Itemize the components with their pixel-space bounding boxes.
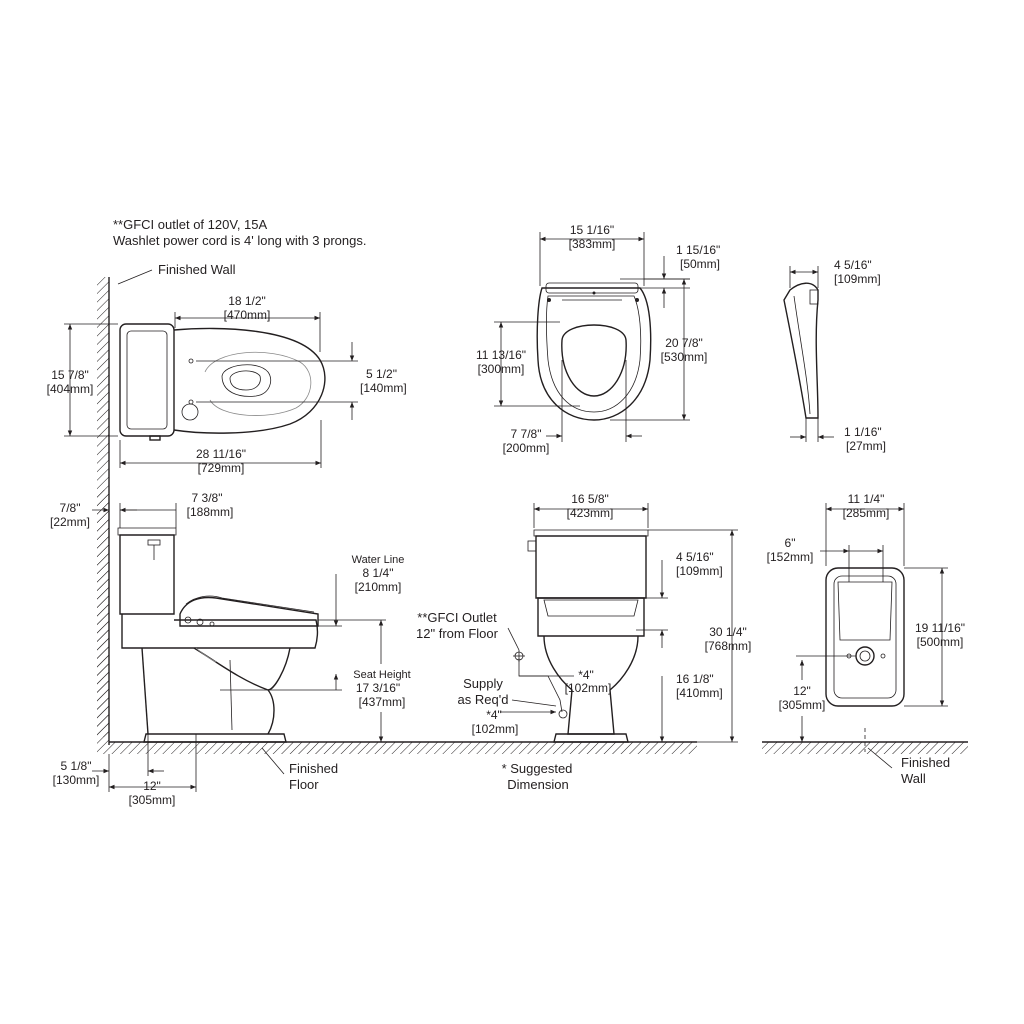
finished-wall-leader [117, 269, 153, 285]
lid-side-view: 4 5/16" [109mm] 1 1/16" [27mm] [783, 258, 886, 453]
seat-outline [536, 287, 652, 421]
suggested-label-1: * Suggested [502, 761, 573, 776]
svg-text:[383mm]: [383mm] [569, 237, 616, 251]
svg-text:4 5/16": 4 5/16" [676, 550, 714, 564]
svg-text:16 5/8": 16 5/8" [571, 492, 609, 506]
svg-text:[410mm]: [410mm] [676, 686, 723, 700]
svg-text:[423mm]: [423mm] [567, 506, 614, 520]
suggested-label-2: Dimension [507, 777, 568, 792]
svg-text:[470mm]: [470mm] [224, 308, 271, 322]
svg-text:11 13/16": 11 13/16" [476, 348, 526, 362]
svg-text:[500mm]: [500mm] [917, 635, 964, 649]
finished-wall-top-label: Finished Wall [158, 262, 236, 277]
svg-text:[152mm]: [152mm] [767, 550, 814, 564]
svg-text:17 3/16": 17 3/16" [356, 681, 400, 695]
svg-text:*4": *4" [578, 668, 594, 682]
svg-text:16 1/8": 16 1/8" [676, 672, 714, 686]
svg-text:18 1/2": 18 1/2" [228, 294, 266, 308]
svg-text:[102mm]: [102mm] [472, 722, 519, 736]
finished-floor-label-1: Finished [289, 761, 338, 776]
svg-text:[210mm]: [210mm] [355, 580, 402, 594]
svg-text:7 7/8": 7 7/8" [511, 427, 542, 441]
svg-text:5 1/2": 5 1/2" [366, 367, 397, 381]
svg-text:15 7/8": 15 7/8" [51, 368, 89, 382]
svg-text:[437mm]: [437mm] [359, 695, 406, 709]
svg-text:7/8": 7/8" [60, 501, 81, 515]
svg-text:[300mm]: [300mm] [478, 362, 525, 376]
finished-floor-label-2: Floor [289, 777, 319, 792]
svg-text:[530mm]: [530mm] [661, 350, 708, 364]
svg-text:30 1/4": 30 1/4" [709, 625, 747, 639]
svg-text:[768mm]: [768mm] [705, 639, 752, 653]
svg-text:28 11/16": 28 11/16" [196, 447, 246, 461]
svg-text:11 1/4": 11 1/4" [848, 492, 885, 506]
tank-front [535, 535, 647, 599]
seat-opening [561, 324, 627, 397]
note-gfci-line2: Washlet power cord is 4' long with 3 pro… [113, 233, 366, 248]
remote-outline [825, 567, 905, 707]
svg-text:[130mm]: [130mm] [53, 773, 100, 787]
svg-text:[22mm]: [22mm] [50, 515, 90, 529]
svg-text:[140mm]: [140mm] [360, 381, 407, 395]
washlet-seat [179, 596, 319, 627]
svg-text:[729mm]: [729mm] [198, 461, 245, 475]
tank-top [119, 323, 175, 437]
svg-text:[109mm]: [109mm] [834, 272, 881, 286]
front-view: 16 5/8" [423mm] 4 5/16" [109mm] 16 1/8" … [416, 492, 751, 792]
svg-text:[305mm]: [305mm] [129, 793, 176, 807]
floor-hatch [109, 742, 697, 754]
svg-text:6": 6" [785, 536, 796, 550]
lid-profile [783, 282, 819, 419]
svg-text:4 5/16": 4 5/16" [834, 258, 872, 272]
svg-text:20 7/8": 20 7/8" [665, 336, 703, 350]
finished-wall-right-label-1: Finished [901, 755, 950, 770]
svg-text:*4": *4" [486, 708, 502, 722]
gfci-outlet-label-2: 12" from Floor [416, 626, 499, 641]
finished-wall-right-label-2: Wall [901, 771, 926, 786]
seat-top-view: 15 1/16" [383mm] 1 15/16" [50mm] 11 13/1… [476, 223, 720, 455]
svg-text:15 1/16": 15 1/16" [570, 223, 614, 237]
svg-text:[102mm]: [102mm] [565, 681, 612, 695]
water-line-label: Water Line [352, 554, 405, 566]
svg-text:[27mm]: [27mm] [846, 439, 886, 453]
svg-text:[200mm]: [200mm] [503, 441, 550, 455]
svg-text:[50mm]: [50mm] [680, 257, 720, 271]
bowl-base [143, 733, 287, 743]
remote-view: 11 1/4" [285mm] 6" [152mm] 19 11/16" [50… [762, 492, 968, 786]
seat-front [537, 597, 645, 637]
svg-text:[305mm]: [305mm] [779, 698, 826, 712]
svg-text:5 1/8": 5 1/8" [61, 759, 92, 773]
tank-side [119, 534, 175, 615]
side-view: 7/8" [22mm] 7 3/8" [188mm] Water Line 8 … [50, 490, 697, 807]
gfci-outlet-label-1: **GFCI Outlet [417, 610, 497, 625]
svg-text:19 11/16": 19 11/16" [915, 621, 965, 635]
remote-button [855, 646, 875, 666]
svg-text:1 15/16": 1 15/16" [676, 243, 720, 257]
supply-label-1: Supply [463, 676, 503, 691]
svg-text:12": 12" [793, 684, 811, 698]
svg-text:1 1/16": 1 1/16" [844, 425, 882, 439]
svg-text:[188mm]: [188mm] [187, 505, 234, 519]
seat-height-label: Seat Height [353, 669, 410, 681]
wall-floor-hatch [762, 742, 968, 754]
svg-text:[404mm]: [404mm] [47, 382, 94, 396]
note-gfci-line1: **GFCI outlet of 120V, 15A [113, 217, 268, 232]
svg-text:7 3/8": 7 3/8" [192, 491, 223, 505]
front-base [553, 733, 629, 743]
supply-label-2: as Req'd [458, 692, 509, 707]
svg-text:[285mm]: [285mm] [843, 506, 890, 520]
seat-hinge [545, 282, 639, 294]
svg-text:[109mm]: [109mm] [676, 564, 723, 578]
wall-hatch-side [97, 490, 109, 754]
svg-text:8 1/4": 8 1/4" [363, 566, 394, 580]
bowl-top [173, 327, 326, 434]
svg-text:12": 12" [143, 779, 161, 793]
